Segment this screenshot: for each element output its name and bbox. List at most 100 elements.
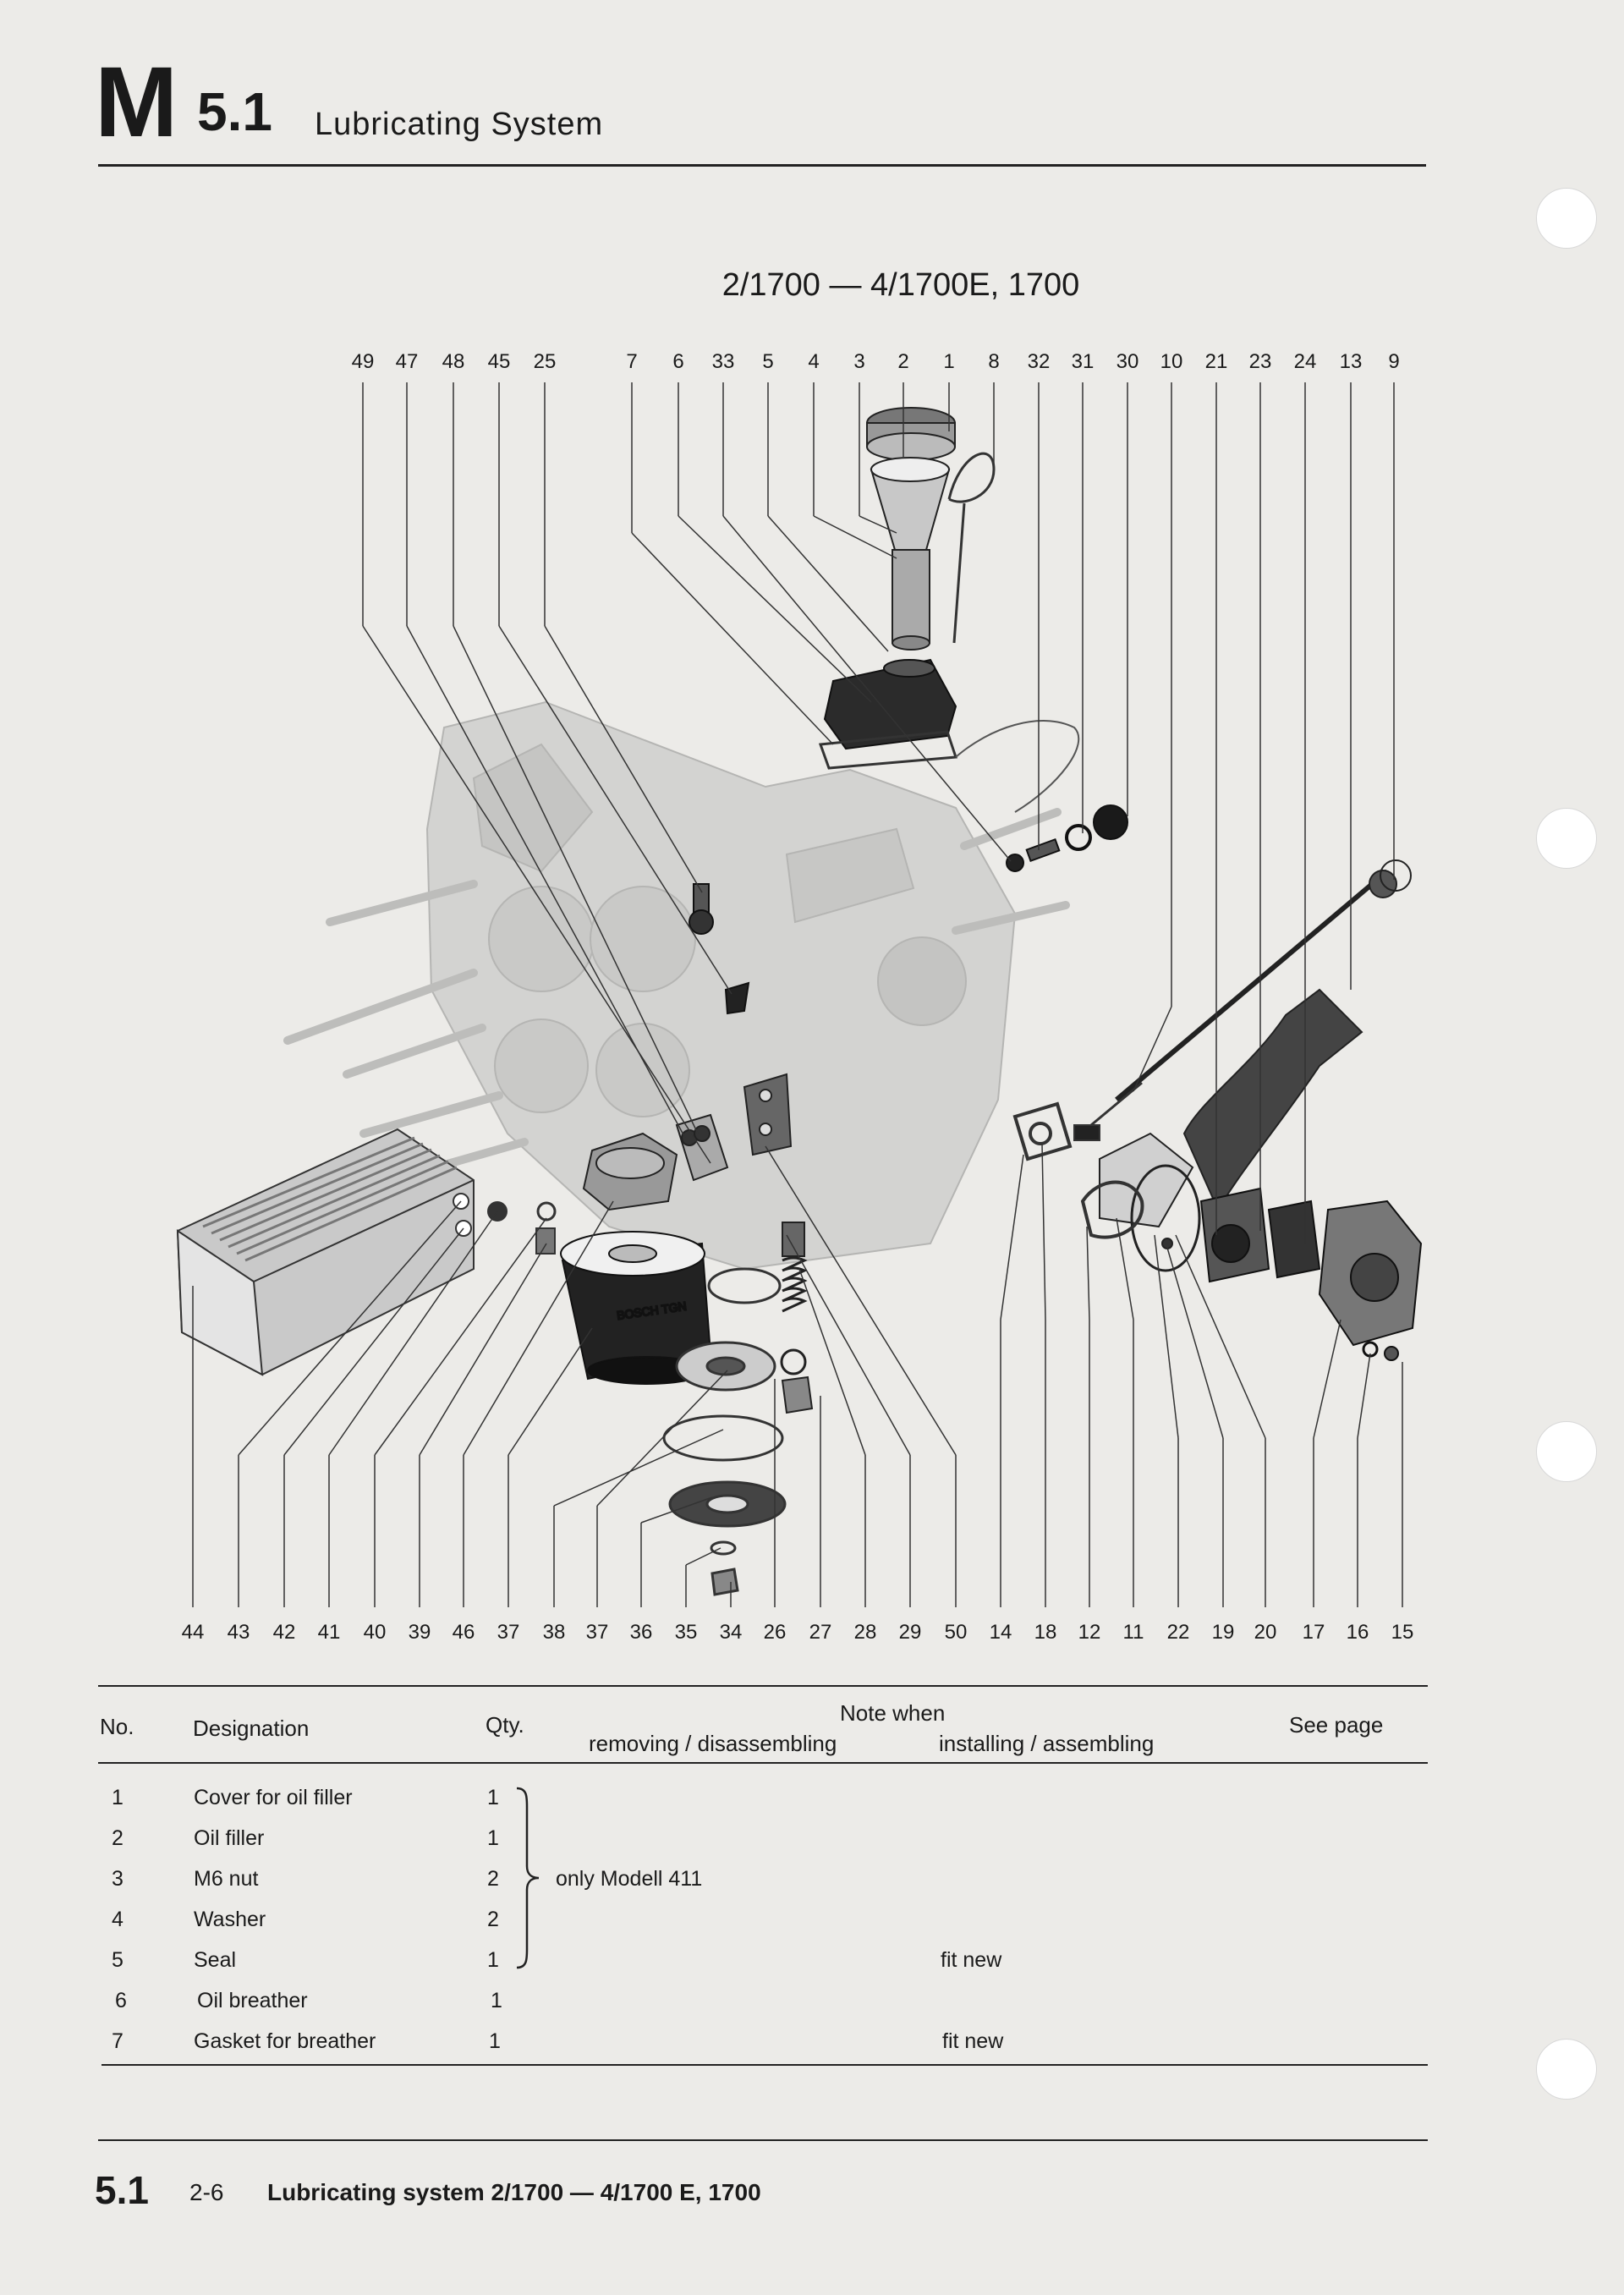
section-letter: M xyxy=(95,47,178,158)
col-header-qty: Qty. xyxy=(486,1712,524,1738)
callout-label: 2 xyxy=(897,350,909,373)
row-designation: Washer xyxy=(194,1908,266,1931)
callout-label: 16 xyxy=(1346,1621,1369,1644)
callout-label: 9 xyxy=(1388,350,1400,373)
callout-label: 47 xyxy=(395,350,419,373)
callout-label: 8 xyxy=(988,350,1000,373)
callout-label: 3 xyxy=(853,350,865,373)
callout-label: 14 xyxy=(989,1621,1012,1644)
binder-hole xyxy=(1536,188,1597,249)
callout-label: 48 xyxy=(442,350,465,373)
row-designation: Gasket for breather xyxy=(194,2029,376,2053)
oil-cooler xyxy=(176,1128,557,1376)
row-no: 2 xyxy=(112,1826,123,1850)
callout-label: 30 xyxy=(1116,350,1139,373)
callout-label: 27 xyxy=(809,1621,832,1644)
dipstick-tube xyxy=(1115,859,1412,1102)
callout-label: 13 xyxy=(1339,350,1363,373)
row-designation: Cover for oil filler xyxy=(194,1786,353,1809)
callout-label: 33 xyxy=(711,350,735,373)
callout-label: 6 xyxy=(672,350,684,373)
col-header-see-page: See page xyxy=(1289,1712,1384,1738)
row-qty: 1 xyxy=(489,2029,501,2053)
row-no: 4 xyxy=(112,1908,123,1931)
callout-label: 12 xyxy=(1078,1621,1101,1644)
exploded-view-diagram: BOSCH TGN xyxy=(176,382,1423,1607)
row-qty: 2 xyxy=(487,1908,499,1931)
callout-label: 35 xyxy=(674,1621,698,1644)
callout-label: 4 xyxy=(808,350,820,373)
col-header-note-when: Note when xyxy=(840,1700,946,1726)
callout-label: 38 xyxy=(542,1621,566,1644)
binder-hole xyxy=(1536,2039,1597,2100)
table-header-rule xyxy=(98,1762,1428,1764)
callout-label: 17 xyxy=(1302,1621,1325,1644)
callout-label: 31 xyxy=(1071,350,1095,373)
footer-section: 5.1 xyxy=(95,2168,149,2212)
callout-label: 7 xyxy=(626,350,638,373)
diagram-subtitle: 2/1700 — 4/1700E, 1700 xyxy=(721,267,1080,303)
col-header-installing: installing / assembling xyxy=(939,1731,1155,1756)
callout-label: 42 xyxy=(272,1621,296,1644)
oil-filter: BOSCH TGN xyxy=(560,1231,712,1385)
header-rule xyxy=(98,164,1426,167)
row-designation: Oil breather xyxy=(197,1989,308,2012)
callout-label: 23 xyxy=(1248,350,1272,373)
pump-gaskets xyxy=(1012,1081,1144,1239)
oil-pump-suction xyxy=(1099,988,1363,1272)
row-designation: Oil filler xyxy=(194,1826,265,1850)
footer-rule xyxy=(98,2139,1428,2141)
row-removing-note: only Modell 411 xyxy=(556,1867,703,1891)
callout-label: 11 xyxy=(1122,1621,1144,1644)
callout-label: 25 xyxy=(533,350,557,373)
row-no: 7 xyxy=(112,2029,123,2053)
row-qty: 1 xyxy=(491,1989,502,2012)
row-qty: 1 xyxy=(487,1786,499,1809)
row-designation: Seal xyxy=(194,1948,237,1972)
table-top-rule xyxy=(98,1685,1428,1687)
row-no: 6 xyxy=(115,1989,127,2012)
row-qty: 1 xyxy=(487,1826,499,1850)
callout-label: 22 xyxy=(1166,1621,1190,1644)
table-bottom-rule xyxy=(102,2064,1428,2066)
callout-label: 18 xyxy=(1034,1621,1057,1644)
breather-hose-gasket xyxy=(955,720,1080,813)
callout-label: 45 xyxy=(487,350,511,373)
row-qty: 1 xyxy=(487,1948,499,1972)
callout-label: 40 xyxy=(363,1621,387,1644)
callout-label: 34 xyxy=(719,1621,743,1644)
callout-label: 39 xyxy=(408,1621,431,1644)
callout-label: 19 xyxy=(1211,1621,1235,1644)
footer-page-number: 2-6 xyxy=(189,2179,224,2205)
callout-label: 28 xyxy=(853,1621,877,1644)
oil-filter-flange xyxy=(582,1073,793,1211)
callout-label: 37 xyxy=(585,1621,609,1644)
row-qty: 2 xyxy=(487,1867,499,1891)
callout-label: 10 xyxy=(1160,350,1183,373)
callout-label: 21 xyxy=(1204,350,1228,373)
binder-hole xyxy=(1536,808,1597,869)
callout-label: 46 xyxy=(452,1621,475,1644)
row-installing-note: fit new xyxy=(942,2029,1004,2053)
binder-hole xyxy=(1536,1421,1597,1482)
col-header-designation: Designation xyxy=(193,1716,310,1741)
callout-label: 5 xyxy=(762,350,774,373)
row-no: 3 xyxy=(112,1867,123,1891)
dipstick xyxy=(947,452,996,644)
row-no: 5 xyxy=(112,1948,123,1972)
page-title: Lubricating System xyxy=(315,107,604,142)
callout-label: 1 xyxy=(943,350,955,373)
col-header-no: No. xyxy=(100,1714,134,1739)
pressure-relief-parts xyxy=(1006,804,1128,872)
callout-label: 41 xyxy=(317,1621,341,1644)
callout-label: 36 xyxy=(629,1621,653,1644)
col-header-removing: removing / disassembling xyxy=(589,1731,837,1756)
callout-label: 43 xyxy=(227,1621,250,1644)
oil-filler-neck xyxy=(870,457,951,651)
footer-title: Lubricating system 2/1700 — 4/1700 E, 17… xyxy=(267,2179,761,2205)
callout-label: 37 xyxy=(497,1621,520,1644)
oil-breather xyxy=(823,658,957,750)
row-no: 1 xyxy=(112,1786,123,1809)
callout-label: 26 xyxy=(763,1621,787,1644)
oil-filler-cap xyxy=(866,407,956,461)
